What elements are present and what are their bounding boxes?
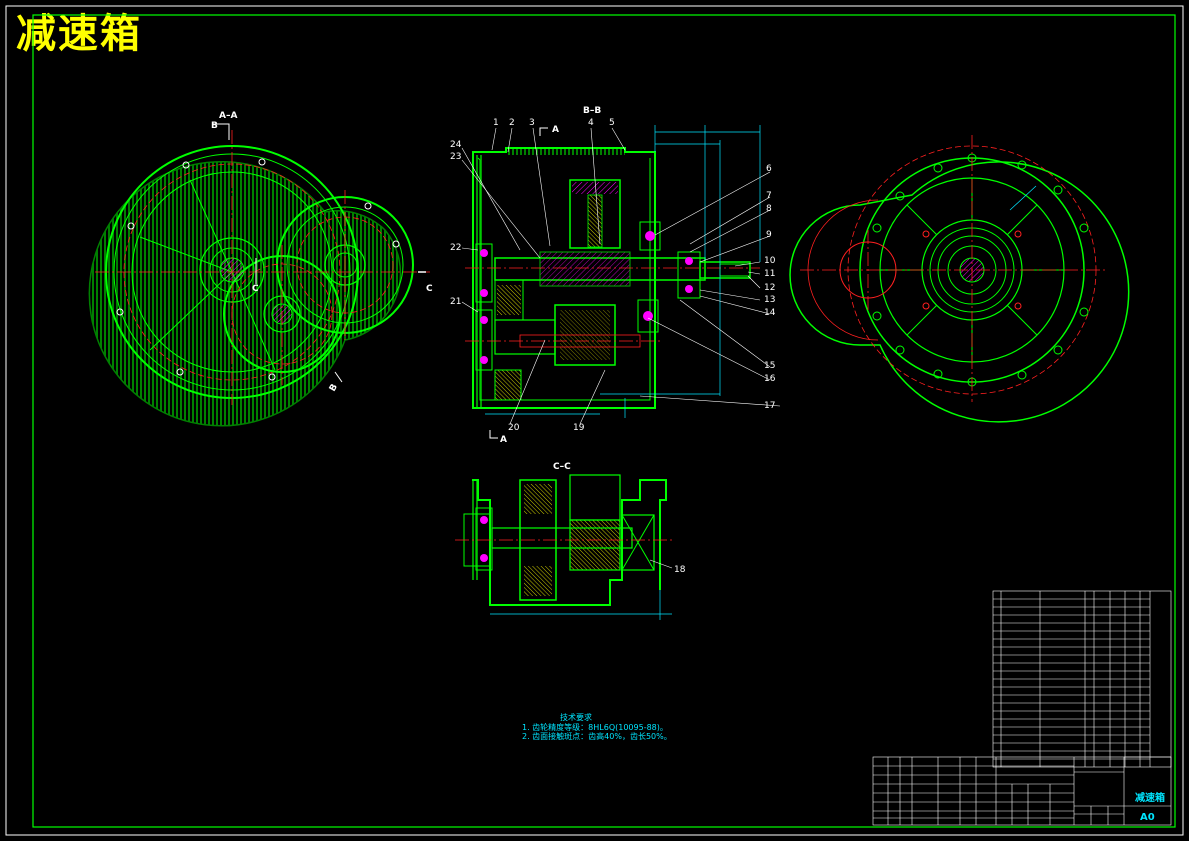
part-number: 8 xyxy=(766,204,772,214)
part-number: 15 xyxy=(764,361,775,371)
cut-a-bottom-label: A xyxy=(500,435,507,445)
cut-b-bottom-label: B xyxy=(328,382,340,393)
view-c-c xyxy=(455,474,673,620)
part-number: 16 xyxy=(764,374,776,384)
part-number: 10 xyxy=(764,256,776,266)
cut-b-top-label: B xyxy=(211,121,218,131)
view-a-a xyxy=(88,123,430,427)
part-number: 5 xyxy=(609,118,615,128)
part-number: 9 xyxy=(766,230,772,240)
title-block-sheet-size: A0 xyxy=(1140,812,1155,823)
view-b-b xyxy=(461,125,781,439)
end-view-right xyxy=(789,135,1130,423)
part-number: 4 xyxy=(588,118,594,128)
tech-requirement-line: 1. 齿轮精度等级：8HL6Q(10095-88)。 xyxy=(522,722,668,732)
part-number: 17 xyxy=(764,401,775,411)
cut-c-right-label: C xyxy=(426,284,433,294)
part-number: 7 xyxy=(766,191,772,201)
part-number: 6 xyxy=(766,164,772,174)
drawing-title: 减速箱 xyxy=(16,10,142,57)
tech-requirement-line: 2. 齿面接触斑点：齿高40%，齿长50%。 xyxy=(522,731,672,741)
part-number: 18 xyxy=(674,565,686,575)
cut-c-left-label: C xyxy=(252,284,259,294)
part-number: 20 xyxy=(508,423,520,433)
title-block-name: 减速箱 xyxy=(1135,791,1165,804)
part-number: 14 xyxy=(764,308,776,318)
parts-list-rows xyxy=(993,598,1150,760)
part-number: 11 xyxy=(764,269,775,279)
part-number: 13 xyxy=(764,295,775,305)
part-number: 3 xyxy=(529,118,535,128)
part-number: 2 xyxy=(509,118,515,128)
title-block xyxy=(872,756,1172,826)
part-number: 1 xyxy=(493,118,499,128)
part-number: 22 xyxy=(450,243,461,253)
sheet-border xyxy=(5,5,1184,836)
part-number: 19 xyxy=(573,423,585,433)
view-b-b-label: B–B xyxy=(583,106,601,116)
cut-a-top-label: A xyxy=(552,125,559,135)
part-number: 23 xyxy=(450,152,461,162)
part-number: 21 xyxy=(450,297,461,307)
part-number: 12 xyxy=(764,283,775,293)
part-number: 24 xyxy=(450,140,462,150)
tech-requirements-heading: 技术要求 xyxy=(560,712,592,722)
view-c-c-label: C–C xyxy=(553,462,571,472)
drawing-frame xyxy=(32,14,1176,828)
view-a-a-label: A–A xyxy=(219,111,237,121)
